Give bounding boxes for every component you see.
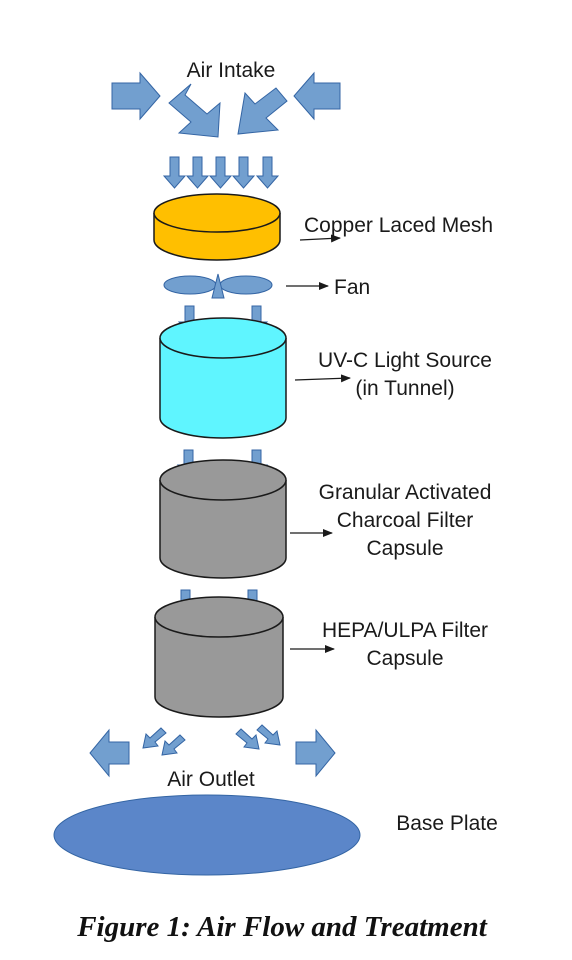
label-charcoal-line3: Capsule <box>366 537 443 560</box>
down-arrow <box>162 156 187 189</box>
figure-caption: Figure 1: Air Flow and Treatment <box>76 911 487 943</box>
leader-lines <box>286 234 351 653</box>
uv-cylinder <box>159 317 287 439</box>
label-uv-line1: UV-C Light Source <box>318 349 492 372</box>
down-arrow <box>255 156 280 189</box>
intake-arrow-diag-left <box>168 83 221 138</box>
label-uv-line2: (in Tunnel) <box>355 377 454 400</box>
copper-mesh <box>153 193 281 261</box>
down-arrow <box>231 156 256 189</box>
leader-uv <box>294 374 351 383</box>
charcoal-cylinder <box>159 459 287 579</box>
outlet-arrow-left <box>89 728 130 778</box>
intake-arrow-right <box>293 71 341 121</box>
intake-arrow-left <box>111 71 161 121</box>
label-copper-mesh: Copper Laced Mesh <box>304 214 493 237</box>
label-hepa-line1: HEPA/ULPA Filter <box>322 619 488 642</box>
label-hepa-line2: Capsule <box>366 647 443 670</box>
hepa-cylinder <box>154 596 284 718</box>
intake-arrows <box>111 71 341 138</box>
outlet-arrow-small <box>256 724 281 746</box>
intake-arrow-diag-right <box>237 87 288 135</box>
label-air-outlet: Air Outlet <box>167 768 255 791</box>
outlet-arrow-right <box>295 728 336 778</box>
base-plate <box>53 794 361 876</box>
outlet-arrow-small <box>161 734 186 756</box>
down-arrow <box>208 156 233 189</box>
down-arrows-intake <box>162 156 280 189</box>
down-arrow <box>185 156 210 189</box>
label-air-intake: Air Intake <box>187 59 276 82</box>
label-base-plate: Base Plate <box>396 812 498 835</box>
label-charcoal-line1: Granular Activated <box>319 481 492 504</box>
outlet-arrow-small <box>142 727 167 749</box>
leader-copper <box>299 234 341 243</box>
fan <box>163 273 273 299</box>
label-charcoal-line2: Charcoal Filter <box>337 509 474 532</box>
outlet-arrows <box>89 724 336 778</box>
label-fan: Fan <box>334 276 370 299</box>
outlet-arrow-small <box>235 728 260 750</box>
